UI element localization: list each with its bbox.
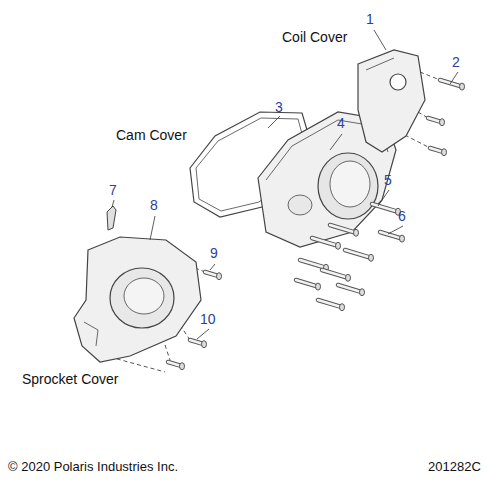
- bolt-head: [202, 341, 207, 348]
- bolts: [168, 80, 465, 370]
- bolt-head: [346, 274, 351, 281]
- bolt-body: [318, 300, 342, 307]
- bolt-body: [440, 80, 462, 87]
- bolt-head: [354, 229, 359, 236]
- sprocket-cover: [74, 237, 201, 362]
- bolt: [372, 204, 398, 212]
- bolt: [296, 280, 318, 287]
- bolt-head: [180, 363, 185, 370]
- callout-number: 3: [275, 100, 283, 115]
- bolt-body: [380, 232, 402, 239]
- bolt: [300, 260, 326, 268]
- bolt-body: [330, 225, 356, 233]
- bolt-body: [296, 280, 318, 287]
- callout-number: 10: [200, 312, 216, 327]
- bolt: [322, 270, 348, 278]
- part-name: Coil Cover: [282, 30, 347, 45]
- callout-number: 8: [150, 198, 158, 213]
- bolt-head: [400, 235, 405, 242]
- bolt-head: [369, 254, 374, 261]
- bolt-body: [322, 270, 348, 278]
- bolt-head: [217, 273, 222, 280]
- bolt-head: [316, 283, 321, 290]
- bolt: [318, 300, 342, 307]
- callout-number: 2: [452, 55, 460, 70]
- bolt: [338, 285, 362, 292]
- bolt: [312, 238, 338, 246]
- bolt-head: [340, 304, 345, 311]
- leader-lines: [112, 30, 458, 339]
- part-name: Cam Cover: [116, 128, 187, 143]
- clip: [107, 206, 116, 230]
- callout-number: 5: [384, 173, 392, 188]
- bolt: [380, 232, 402, 239]
- copyright-note: © 2020 Polaris Industries Inc.: [8, 460, 178, 474]
- bolt-head: [336, 242, 341, 249]
- bolt: [345, 250, 371, 258]
- bolt: [440, 80, 462, 87]
- callout-number: 1: [366, 12, 374, 27]
- bolt-body: [338, 285, 362, 292]
- bolt-head: [442, 149, 447, 156]
- callout-number: 9: [210, 246, 218, 261]
- bolt-body: [312, 238, 338, 246]
- callout-number: 4: [337, 116, 345, 131]
- bolt: [330, 225, 356, 233]
- bolt-head: [440, 119, 445, 126]
- bolt-head: [360, 289, 365, 296]
- part-name: Sprocket Cover: [22, 372, 118, 387]
- bolt-body: [372, 204, 398, 212]
- callout-number: 6: [398, 209, 406, 224]
- bolt-body: [300, 260, 326, 268]
- coil-cover: [358, 50, 425, 152]
- figure-number: 201282C: [428, 460, 481, 474]
- bolt-head: [460, 83, 465, 90]
- callout-number: 7: [109, 183, 117, 198]
- bolt-body: [345, 250, 371, 258]
